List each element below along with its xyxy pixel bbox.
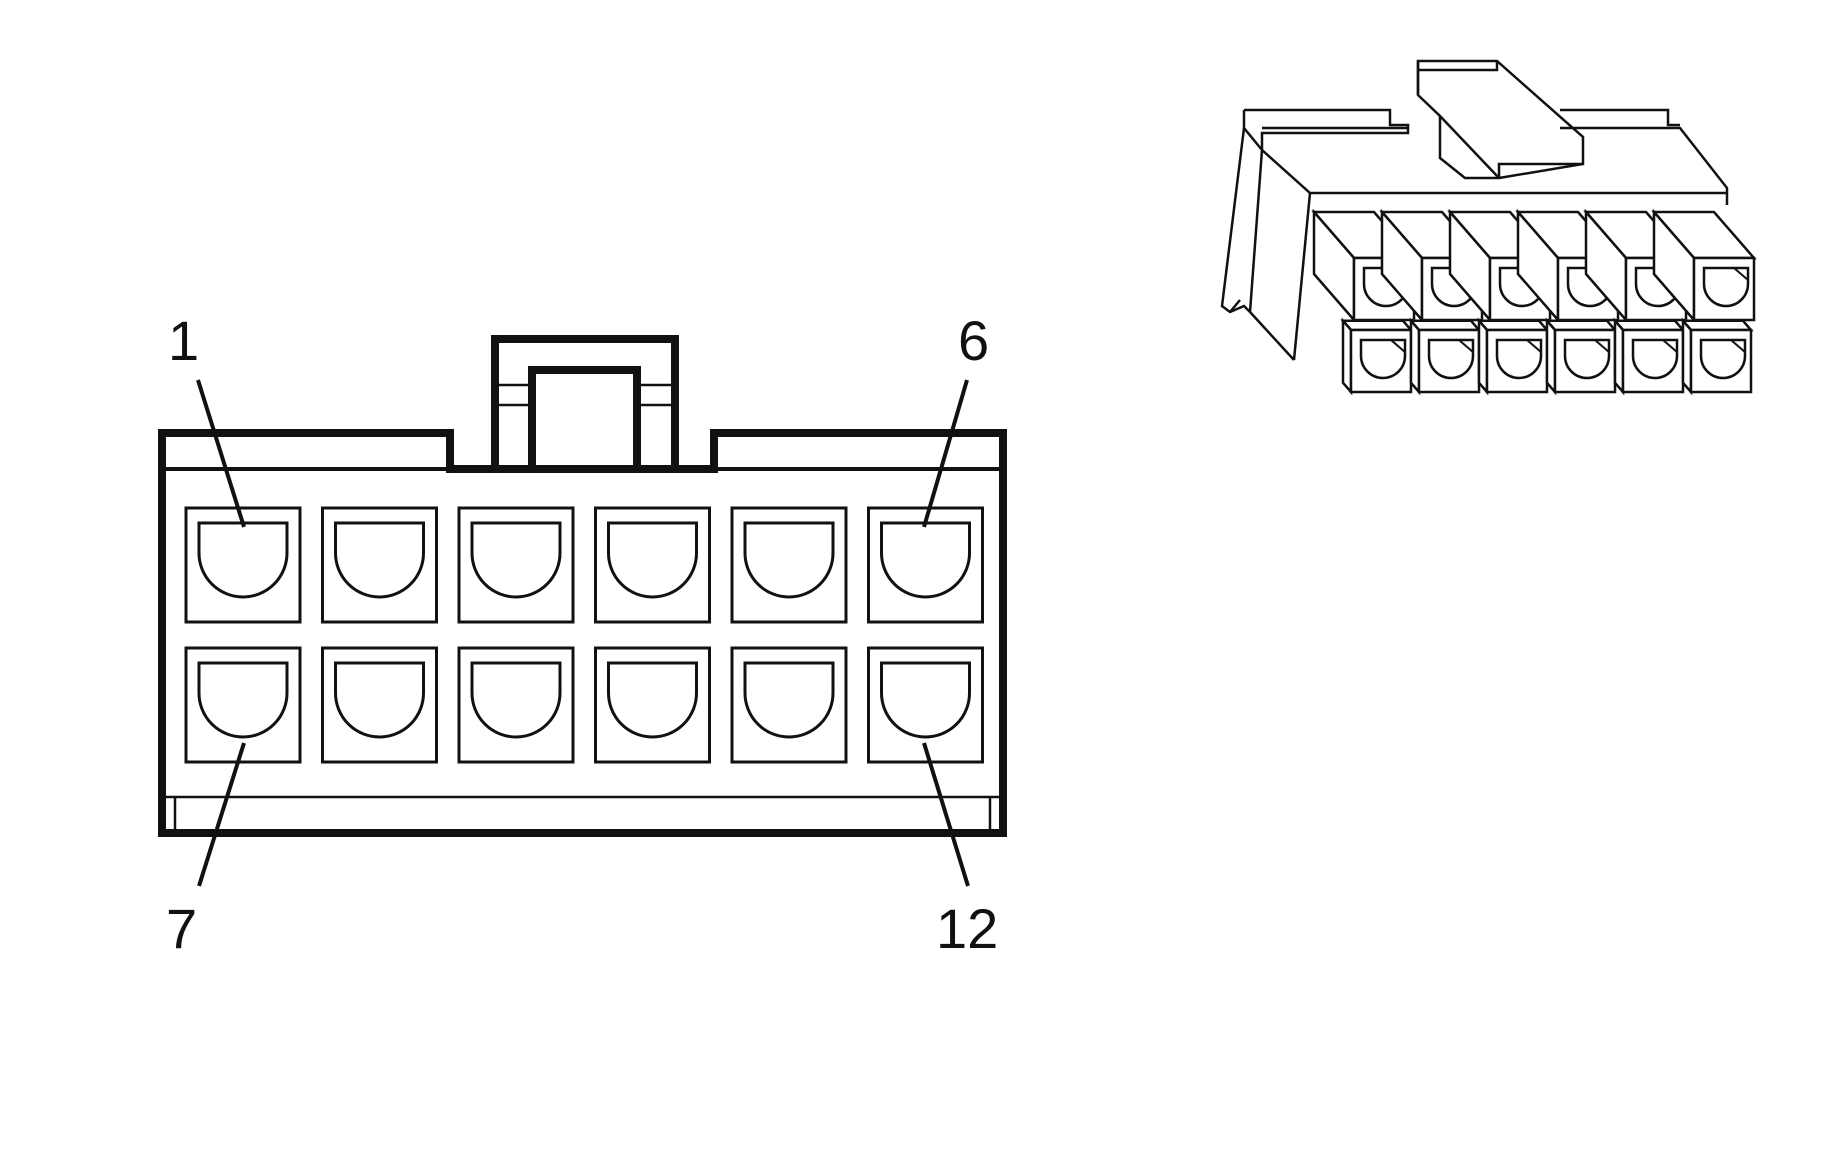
front-cavity-7 (184, 646, 302, 764)
iso-cavity-7 (1340, 317, 1414, 396)
leader-line-pin-6 (922, 379, 969, 528)
iso-cavity-11 (1612, 317, 1686, 396)
front-view-connector: 1 6 7 12 (158, 309, 1007, 960)
pin-leader-lines (196, 379, 970, 887)
iso-cavity-9 (1476, 317, 1550, 396)
front-cavity-10 (594, 646, 711, 764)
pin-label-12: 12 (936, 897, 998, 960)
front-cavity-8 (321, 646, 438, 764)
iso-cavity-grid (1311, 208, 1757, 396)
iso-housing (1220, 108, 1729, 361)
front-cavity-12 (867, 646, 984, 764)
front-cavity-11 (730, 646, 848, 764)
locking-latch (491, 335, 679, 473)
iso-cavity-8 (1408, 317, 1482, 396)
pin-label-7: 7 (166, 897, 197, 960)
isometric-view-connector (1220, 59, 1757, 396)
leader-line-pin-12 (922, 742, 970, 887)
housing-outline (158, 429, 1007, 837)
front-cavity-6 (867, 506, 984, 624)
iso-cavity-10 (1544, 317, 1618, 396)
front-cavity-5 (730, 506, 848, 624)
front-cavity-2 (321, 506, 438, 624)
iso-cavity-12 (1680, 317, 1754, 396)
leader-line-pin-1 (196, 379, 246, 528)
pin-label-6: 6 (958, 309, 989, 372)
front-cavity-grid (184, 506, 984, 764)
leader-line-pin-7 (197, 742, 246, 887)
iso-cavity-6 (1651, 208, 1757, 324)
front-cavity-3 (457, 506, 575, 624)
front-cavity-9 (457, 646, 575, 764)
front-cavity-1 (184, 506, 302, 624)
front-cavity-4 (594, 506, 711, 624)
pin-label-1: 1 (168, 309, 199, 372)
iso-locking-latch (1416, 59, 1585, 180)
